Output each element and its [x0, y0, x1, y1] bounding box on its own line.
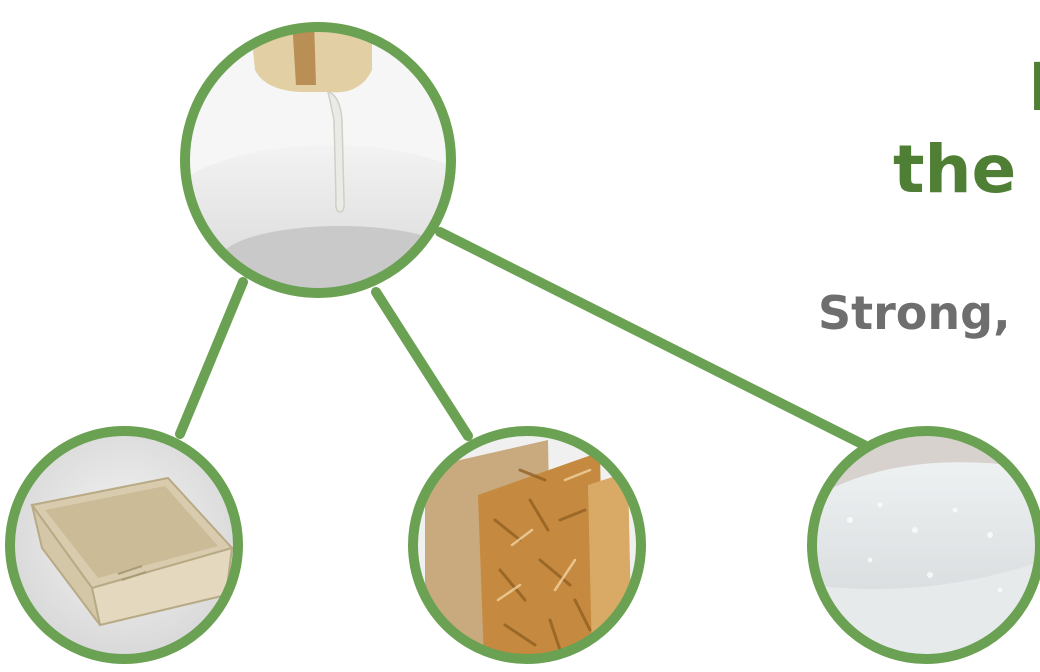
molded-fiber-tray-node	[5, 426, 243, 664]
subheadline: Strong,	[818, 286, 1011, 340]
resin-pour-node	[180, 22, 456, 298]
connector-line-left	[175, 277, 248, 439]
foam-block-icon	[812, 431, 1040, 659]
foam-block-node	[807, 426, 1040, 664]
connector-line-middle	[371, 287, 473, 441]
particle-board-ring	[408, 426, 646, 664]
foam-block-ring	[807, 426, 1040, 664]
molded-fiber-tray-ring	[5, 426, 243, 664]
connector-line-right	[435, 227, 869, 450]
molded-fiber-tray-icon	[10, 431, 238, 659]
resin-pour-icon	[185, 27, 451, 293]
particle-board-icon	[413, 431, 641, 659]
headline-line-2: the	[893, 131, 1017, 208]
connector-lines	[175, 227, 869, 450]
resin-pour-ring	[180, 22, 456, 298]
particle-board-node	[408, 426, 646, 664]
headline-line-1: I	[1028, 48, 1040, 128]
